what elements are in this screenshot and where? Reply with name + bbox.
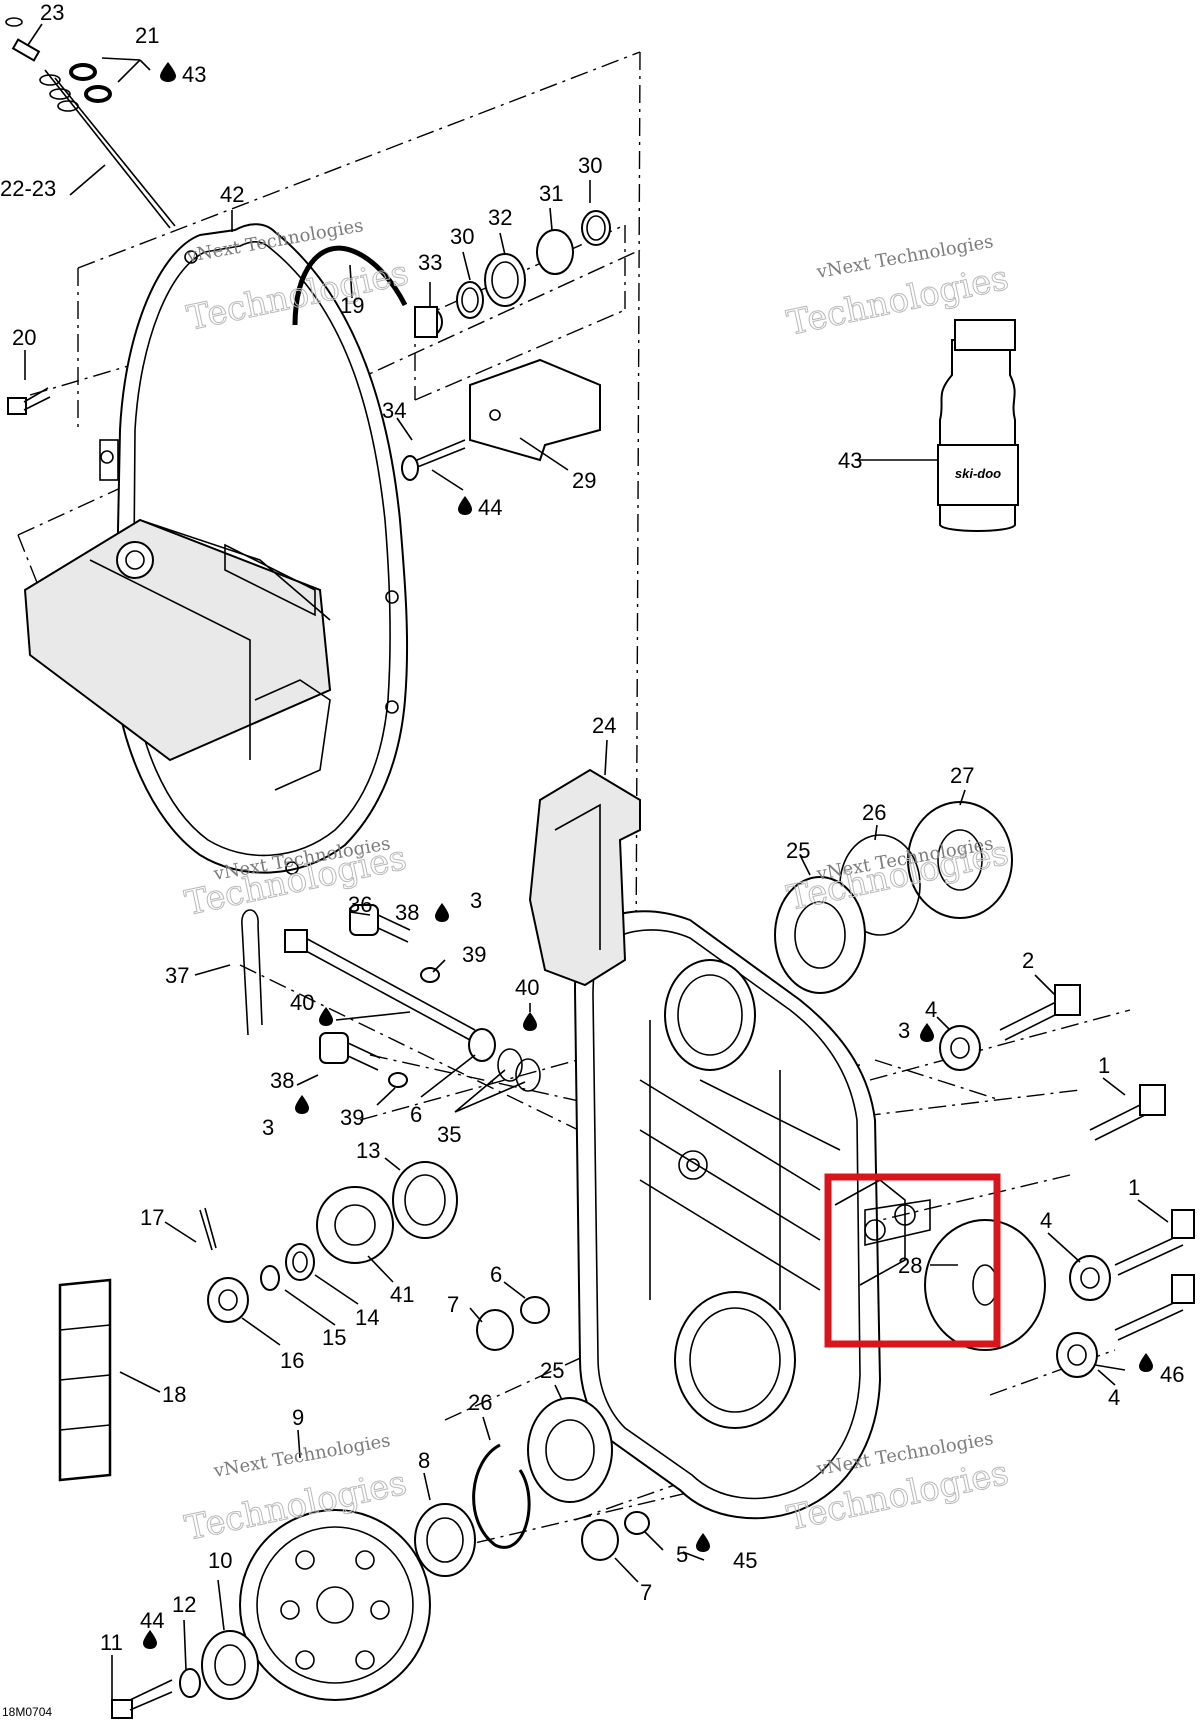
part-label: 3 <box>262 1115 274 1140</box>
highlight-box <box>824 1173 1001 1348</box>
part-label: 5 <box>676 1542 688 1567</box>
part-label: 2 <box>1022 948 1034 973</box>
part-label: 3 <box>898 1018 910 1043</box>
part-label: 17 <box>140 1205 164 1230</box>
part-label: 20 <box>12 325 36 350</box>
part-label: 39 <box>340 1105 364 1130</box>
part-label: 30 <box>450 224 474 249</box>
oil-drop-icon <box>696 1533 710 1552</box>
part-label: 34 <box>382 398 406 423</box>
part-label: 19 <box>340 293 364 318</box>
part-label: 46 <box>1160 1362 1184 1387</box>
part-label: 40 <box>290 990 314 1015</box>
part-label: 44 <box>140 1608 164 1633</box>
oil-drop-icon <box>319 1007 333 1026</box>
part-label: 14 <box>355 1305 379 1330</box>
part-label: 26 <box>862 800 886 825</box>
part-label: 32 <box>488 205 512 230</box>
part-label: 38 <box>395 900 419 925</box>
part-label: 10 <box>208 1548 232 1573</box>
part-label: 24 <box>592 713 616 738</box>
oil-drop-icon <box>523 1012 537 1031</box>
part-label: 11 <box>100 1630 123 1655</box>
figure-code: 18M0704 <box>2 1705 52 1719</box>
part-label: 21 <box>135 23 159 48</box>
part-label: 31 <box>539 181 563 206</box>
part-label: 15 <box>322 1325 346 1350</box>
part-label: 38 <box>270 1068 294 1093</box>
part-label: 45 <box>733 1548 757 1573</box>
oil-drop-icons <box>143 62 1153 1649</box>
oil-drop-icon <box>920 1023 934 1042</box>
oil-drop-icon <box>458 496 472 515</box>
part-label: 1 <box>1098 1053 1110 1078</box>
part-label: 25 <box>786 838 810 863</box>
part-label: 22-23 <box>0 176 56 201</box>
part-label: 43 <box>838 448 862 473</box>
part-label: 16 <box>280 1348 304 1373</box>
oil-drop-icon <box>1139 1353 1153 1372</box>
part-label: 25 <box>540 1358 564 1383</box>
part-label: 8 <box>418 1448 430 1473</box>
part-label: 4 <box>1040 1208 1052 1233</box>
part-label: 26 <box>468 1390 492 1415</box>
parts-group <box>5 17 1195 1719</box>
part-label: 18 <box>162 1382 186 1407</box>
part-label: 12 <box>172 1592 196 1617</box>
oil-drop-icon <box>435 903 449 922</box>
oil-drop-icon <box>295 1095 309 1114</box>
part-label: 39 <box>462 942 486 967</box>
part-label: 40 <box>515 975 539 1000</box>
part-label: 29 <box>572 468 596 493</box>
part-label: 7 <box>447 1292 459 1317</box>
part-label: 37 <box>165 963 189 988</box>
part-label: 42 <box>220 182 244 207</box>
leader-lines <box>24 23 1169 1700</box>
part-label: 43 <box>182 62 206 87</box>
oil-drop-icon <box>143 1630 157 1649</box>
oil-drop-icon <box>160 62 176 82</box>
part-label: 7 <box>640 1580 652 1605</box>
part-label: 36 <box>348 892 372 917</box>
part-label: 27 <box>950 763 974 788</box>
bottle-brand-label: ski-doo <box>955 466 1001 481</box>
part-label: 41 <box>390 1282 414 1307</box>
part-label: 35 <box>437 1122 461 1147</box>
part-label: 1 <box>1128 1175 1140 1200</box>
part-label: 23 <box>40 0 64 25</box>
part-label: 6 <box>410 1102 422 1127</box>
part-label: 4 <box>925 997 937 1022</box>
part-label: 28 <box>898 1253 922 1278</box>
part-label: 30 <box>578 153 602 178</box>
part-label: 3 <box>470 888 482 913</box>
part-label: 44 <box>478 495 502 520</box>
part-labels: 23 21 43 22-23 42 30 31 32 30 33 19 20 3… <box>0 0 1184 1655</box>
part-label: 33 <box>418 250 442 275</box>
part-label: 6 <box>490 1262 502 1287</box>
part-label: 13 <box>356 1138 380 1163</box>
chaincase-cover <box>23 223 409 875</box>
part-label: 9 <box>292 1405 304 1430</box>
chaincase-housing <box>528 768 906 1520</box>
part-label: 4 <box>1108 1385 1120 1410</box>
